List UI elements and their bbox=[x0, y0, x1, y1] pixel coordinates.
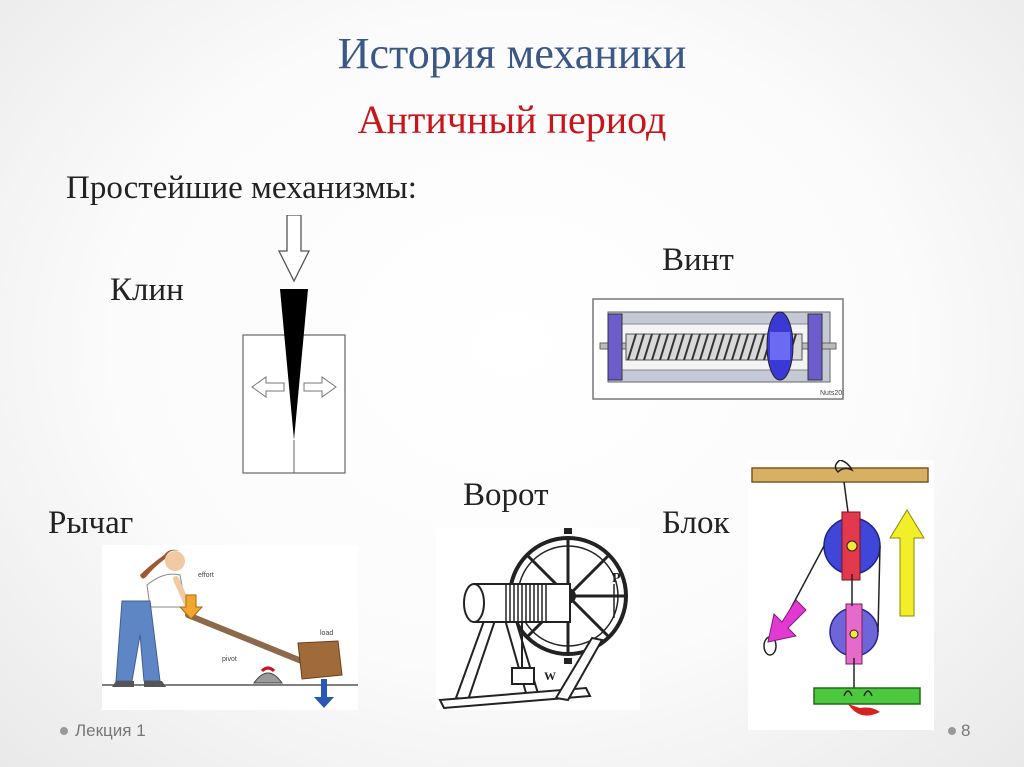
lever-load-label: load bbox=[320, 630, 333, 637]
lever-label: Рычаг bbox=[48, 505, 133, 542]
lever-diagram: effort load pivot bbox=[102, 545, 358, 710]
wedge-label: Клин bbox=[110, 272, 184, 309]
slide-title: История механики bbox=[0, 28, 1024, 79]
bullet-dot-icon bbox=[948, 727, 956, 735]
slide-subtitle: Античный период bbox=[0, 96, 1024, 143]
windlass-label: Ворот bbox=[463, 477, 549, 514]
footer-lecture-text: Лекция 1 bbox=[75, 721, 146, 741]
pulley-label: Блок bbox=[662, 505, 730, 542]
lever-effort-label: effort bbox=[198, 572, 214, 579]
intro-text: Простейшие механизмы: bbox=[66, 170, 417, 207]
windlass-w-label: W bbox=[544, 669, 556, 683]
screw-label: Винт bbox=[662, 242, 734, 279]
lever-pivot-label: pivot bbox=[222, 656, 237, 663]
footer-page-number: 8 bbox=[961, 721, 970, 741]
bullet-dot-icon bbox=[60, 727, 68, 735]
windlass-p-label: P bbox=[612, 571, 621, 586]
wedge-diagram bbox=[238, 215, 350, 477]
footer-page: 8 bbox=[948, 721, 970, 741]
pulley-diagram bbox=[748, 460, 934, 730]
windlass-diagram: P W bbox=[436, 528, 640, 710]
svg-text:Nuts2010: Nuts2010 bbox=[820, 390, 844, 397]
footer-lecture: Лекция 1 bbox=[60, 721, 146, 741]
screw-diagram: Nuts2010 bbox=[592, 298, 844, 400]
